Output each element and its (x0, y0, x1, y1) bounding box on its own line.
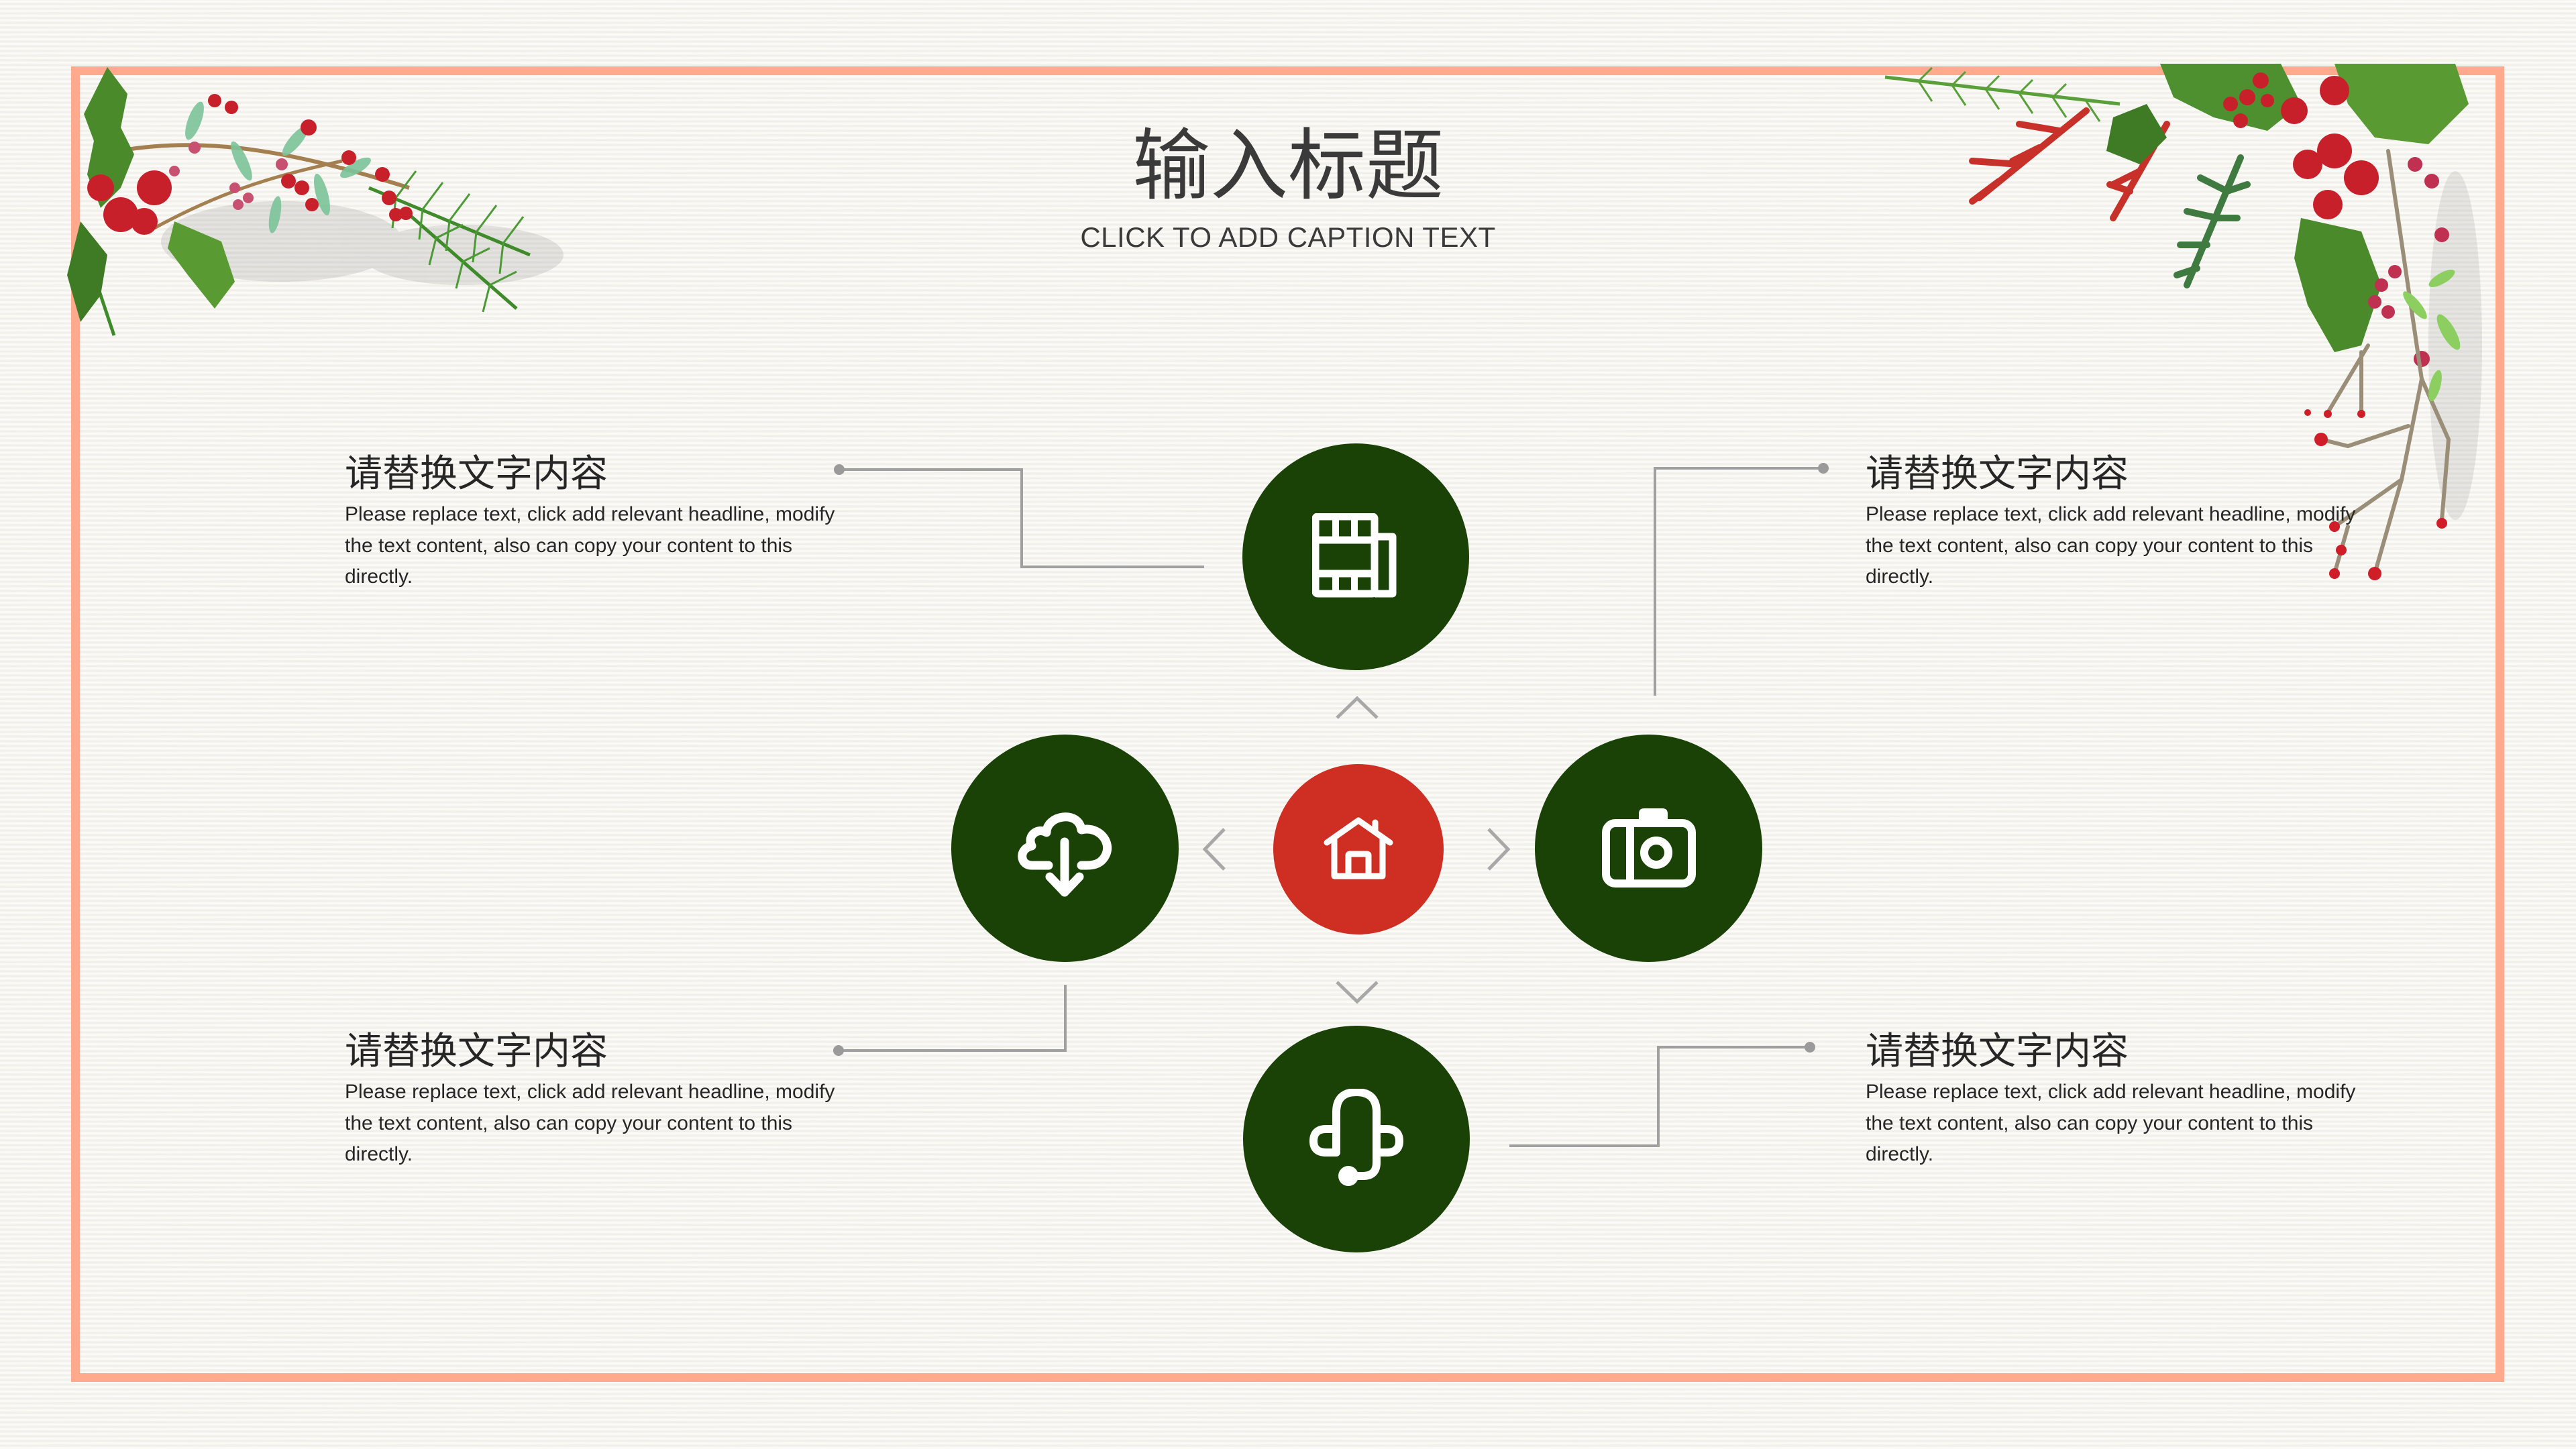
connector-top-left (839, 468, 1204, 568)
block-heading[interactable]: 请替换文字内容 (345, 452, 608, 496)
text-block-top-right: 请替换文字内容 Please replace text, click add r… (1866, 451, 2375, 593)
text-block-bottom-right: 请替换文字内容 Please replace text, click add r… (1866, 1028, 2375, 1171)
holly-decoration-top-right (1884, 64, 2482, 580)
block-heading[interactable]: 请替换文字内容 (1866, 1030, 2129, 1073)
page-caption[interactable]: CLICK TO ADD CAPTION TEXT (1080, 221, 1496, 253)
block-heading[interactable]: 请替换文字内容 (1866, 452, 2129, 496)
cloud-download-icon (1017, 812, 1112, 896)
cloud-download-button[interactable] (951, 735, 1179, 962)
connector-top-right (1654, 467, 1823, 696)
camera-icon (1601, 808, 1696, 888)
block-heading[interactable]: 请替换文字内容 (345, 1030, 608, 1073)
connector-bottom-left (839, 985, 1067, 1052)
home-button[interactable] (1273, 764, 1444, 934)
film-button[interactable] (1242, 443, 1469, 670)
block-body[interactable]: Please replace text, click add relevant … (345, 1081, 835, 1165)
block-body[interactable]: Please replace text, click add relevant … (1866, 503, 2356, 588)
chevron-down-icon (1336, 981, 1379, 1004)
headset-icon (1309, 1089, 1403, 1186)
text-block-top-left: 请替换文字内容 Please replace text, click add r… (345, 451, 855, 593)
home-icon (1324, 817, 1393, 879)
holly-decoration-top-left (67, 67, 564, 336)
block-body[interactable]: Please replace text, click add relevant … (1866, 1081, 2356, 1165)
text-block-bottom-left: 请替换文字内容 Please replace text, click add r… (345, 1028, 855, 1171)
chevron-left-icon (1203, 828, 1226, 871)
block-body[interactable]: Please replace text, click add relevant … (345, 503, 835, 588)
support-button[interactable] (1243, 1026, 1470, 1252)
page-title[interactable]: 输入标题 (1132, 121, 1444, 211)
camera-button[interactable] (1535, 735, 1762, 962)
chevron-right-icon (1487, 828, 1510, 871)
chevron-up-icon (1336, 696, 1379, 719)
slide-frame-border (71, 66, 2504, 1382)
connector-bottom-right (1509, 1046, 1810, 1147)
film-icon (1312, 513, 1397, 598)
